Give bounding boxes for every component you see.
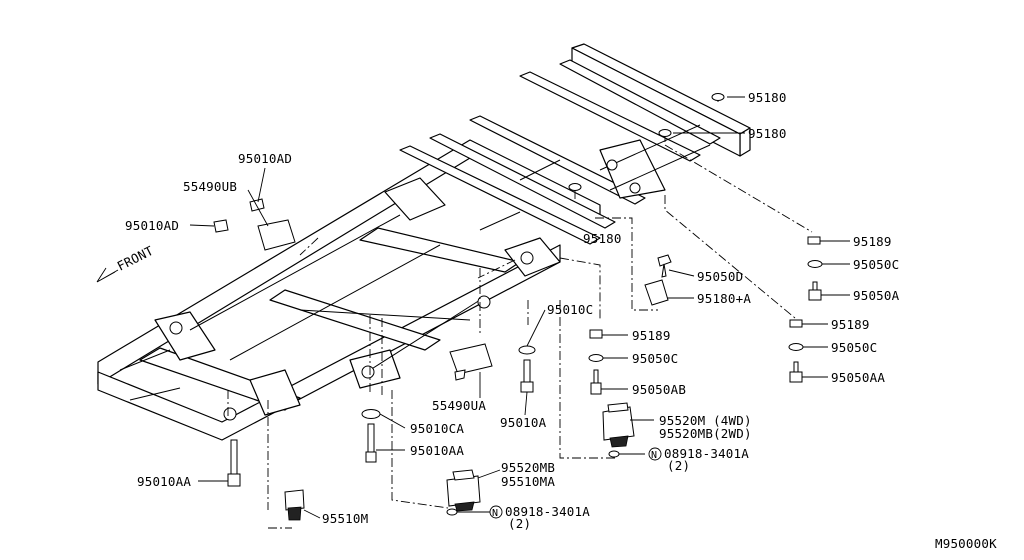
label-95050C-r: 95050C: [853, 257, 899, 272]
label-95050A: 95050A: [853, 288, 900, 303]
bolt-95010AD-top: [249, 198, 265, 212]
nut-08918-b: [446, 508, 458, 516]
mount-95520M: [602, 406, 635, 441]
label-95010AD-top: 95010AD: [238, 151, 292, 166]
washer-95050C-m: [588, 354, 604, 362]
parts: [213, 93, 823, 521]
bolt-95050AA: [789, 361, 803, 383]
label-95510MA: 95510MA: [501, 474, 555, 489]
bracket-55490UA: [449, 343, 493, 375]
washer-95050C-rr: [788, 343, 804, 351]
label-95180-a: 95180: [748, 90, 787, 105]
label-95010A: 95010A: [500, 415, 547, 430]
label-95180A: 95180+A: [697, 291, 751, 306]
label-95050C-rr: 95050C: [831, 340, 877, 355]
front-label: FRONT: [115, 243, 156, 274]
nut-symbol-a: N: [648, 447, 662, 461]
label-08918-b: 08918-3401A: [505, 504, 590, 519]
label-55490UB: 55490UB: [183, 179, 237, 194]
label-08918-a-qty: (2): [667, 458, 690, 473]
pad-95180-c: [568, 183, 582, 191]
mount-95520MB: [446, 475, 481, 507]
diagram-code: M950000K: [935, 536, 997, 551]
mount-95510M: [284, 489, 305, 511]
bolt-95050D: [657, 254, 672, 278]
label-95520M-4wd: 95520M (4WD): [659, 413, 752, 428]
label-55490UA: 55490UA: [432, 398, 486, 413]
label-95189-rr: 95189: [831, 317, 870, 332]
bolt-95010A: [520, 359, 534, 393]
label-95050C-m: 95050C: [632, 351, 678, 366]
label-95520MB-2wd: 95520MB(2WD): [659, 426, 752, 441]
pad-95180-a: [711, 93, 725, 101]
label-95050D: 95050D: [697, 269, 743, 284]
bolt-95010AA-left: [227, 439, 241, 487]
label-08918-b-qty: (2): [508, 516, 531, 531]
front-direction-arrow: FRONT: [96, 243, 156, 283]
vehicle-frame: [97, 43, 751, 441]
label-95180-b: 95180: [748, 126, 787, 141]
washer-95189-r: [807, 236, 821, 245]
washer-95189-rr: [789, 319, 803, 328]
bracket-95180A: [644, 279, 669, 306]
label-95050AA: 95050AA: [831, 370, 885, 385]
washer-95189-m: [589, 329, 603, 339]
label-95010AA-left: 95010AA: [137, 474, 191, 489]
bolt-95050AB: [590, 369, 602, 395]
label-95010C: 95010C: [547, 302, 593, 317]
label-95010AA-mid: 95010AA: [410, 443, 464, 458]
bolt-95010AD-left: [213, 219, 229, 233]
bracket-55490UB: [257, 219, 296, 251]
svg-text:N: N: [492, 508, 498, 519]
svg-text:N: N: [651, 450, 657, 461]
bolt-95050A: [808, 281, 822, 301]
pad-95180-b: [658, 129, 672, 137]
label-95010AD-left: 95010AD: [125, 218, 179, 233]
bolt-95010AA-mid: [365, 423, 377, 463]
washer-95010C: [518, 345, 536, 355]
nut-symbol-b: N: [489, 505, 503, 519]
label-95189-m: 95189: [632, 328, 671, 343]
label-95050AB: 95050AB: [632, 382, 686, 397]
washer-95050C-r: [807, 260, 823, 268]
washer-95010CA: [361, 409, 381, 419]
part-labels: 95010AD 55490UB 95010AD 95180 95180 9518…: [125, 90, 997, 551]
label-95010CA: 95010CA: [410, 421, 464, 436]
label-95180-c: 95180: [583, 231, 622, 246]
label-95189-r: 95189: [853, 234, 892, 249]
callout-leads: [189, 96, 850, 519]
label-95510M: 95510M: [322, 511, 368, 526]
nut-08918-a: [608, 450, 620, 458]
leader-lines: [227, 95, 813, 529]
label-08918-a: 08918-3401A: [664, 446, 749, 461]
label-95520MB: 95520MB: [501, 460, 555, 475]
